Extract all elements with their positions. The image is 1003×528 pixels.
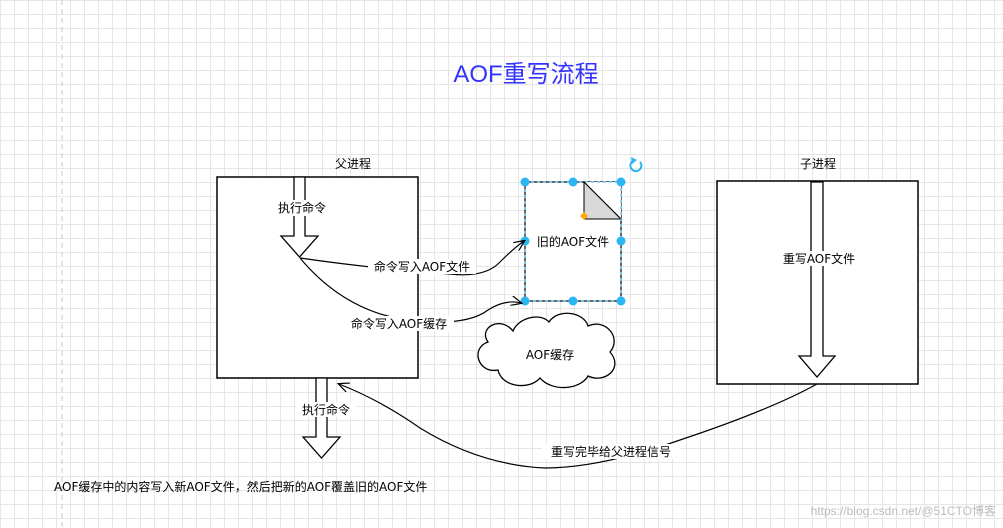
rotate-icon[interactable] bbox=[629, 157, 643, 173]
bottom-note: AOF缓存中的内容写入新AOF文件，然后把新的AOF覆盖旧的AOF文件 bbox=[54, 479, 427, 494]
edge-rewrite-done-label: 重写完毕给父进程信号 bbox=[551, 444, 671, 459]
edge-write-aof-file[interactable] bbox=[299, 241, 524, 276]
resize-handle-s[interactable] bbox=[568, 296, 578, 306]
old-aof-file-label-bg bbox=[528, 234, 618, 249]
exec-command-label: 执行命令 bbox=[278, 200, 326, 215]
watermark: https://blog.csdn.net/@51CTO博客 bbox=[811, 503, 996, 518]
bottom-exec-command-label-bg bbox=[296, 402, 356, 417]
rewrite-aof-label-bg bbox=[778, 251, 860, 266]
resize-handle-e[interactable] bbox=[616, 236, 626, 246]
bottom-exec-command-arrow[interactable] bbox=[301, 377, 342, 459]
parent-process-label: 父进程 bbox=[335, 156, 371, 171]
file-corner-edge bbox=[583, 181, 622, 220]
edge-write-aof-file-label: 命令写入AOF文件 bbox=[374, 259, 470, 274]
aof-buffer-cloud[interactable] bbox=[477, 312, 616, 389]
edge-write-aof-buffer-label: 命令写入AOF缓存 bbox=[351, 316, 447, 331]
diagram-title: AOF重写流程 bbox=[453, 61, 598, 88]
rewrite-aof-arrow[interactable] bbox=[797, 181, 837, 378]
aof-buffer-label: AOF缓存 bbox=[526, 348, 574, 362]
shape-control-diamond[interactable] bbox=[580, 212, 588, 220]
edge-rewrite-done-signal[interactable] bbox=[339, 384, 818, 469]
resize-handle-w[interactable] bbox=[520, 236, 530, 246]
exec-command-arrow[interactable] bbox=[279, 176, 320, 258]
old-aof-file-label: 旧的AOF文件 bbox=[537, 234, 609, 249]
edge-write-aof-buffer-label-bg bbox=[344, 316, 454, 331]
bottom-exec-command-label: 执行命令 bbox=[302, 402, 350, 417]
resize-handle-sw[interactable] bbox=[520, 296, 530, 306]
resize-handle-nw[interactable] bbox=[520, 177, 530, 187]
resize-handle-ne[interactable] bbox=[616, 177, 626, 187]
edge-write-aof-file-label-bg bbox=[368, 259, 476, 274]
exec-command-label-bg bbox=[272, 200, 332, 216]
edge-rewrite-done-label-bg bbox=[542, 444, 680, 459]
resize-handle-n[interactable] bbox=[568, 177, 578, 187]
resize-handle-se[interactable] bbox=[616, 296, 626, 306]
rewrite-aof-label: 重写AOF文件 bbox=[783, 251, 855, 266]
child-process-label: 子进程 bbox=[800, 156, 836, 171]
